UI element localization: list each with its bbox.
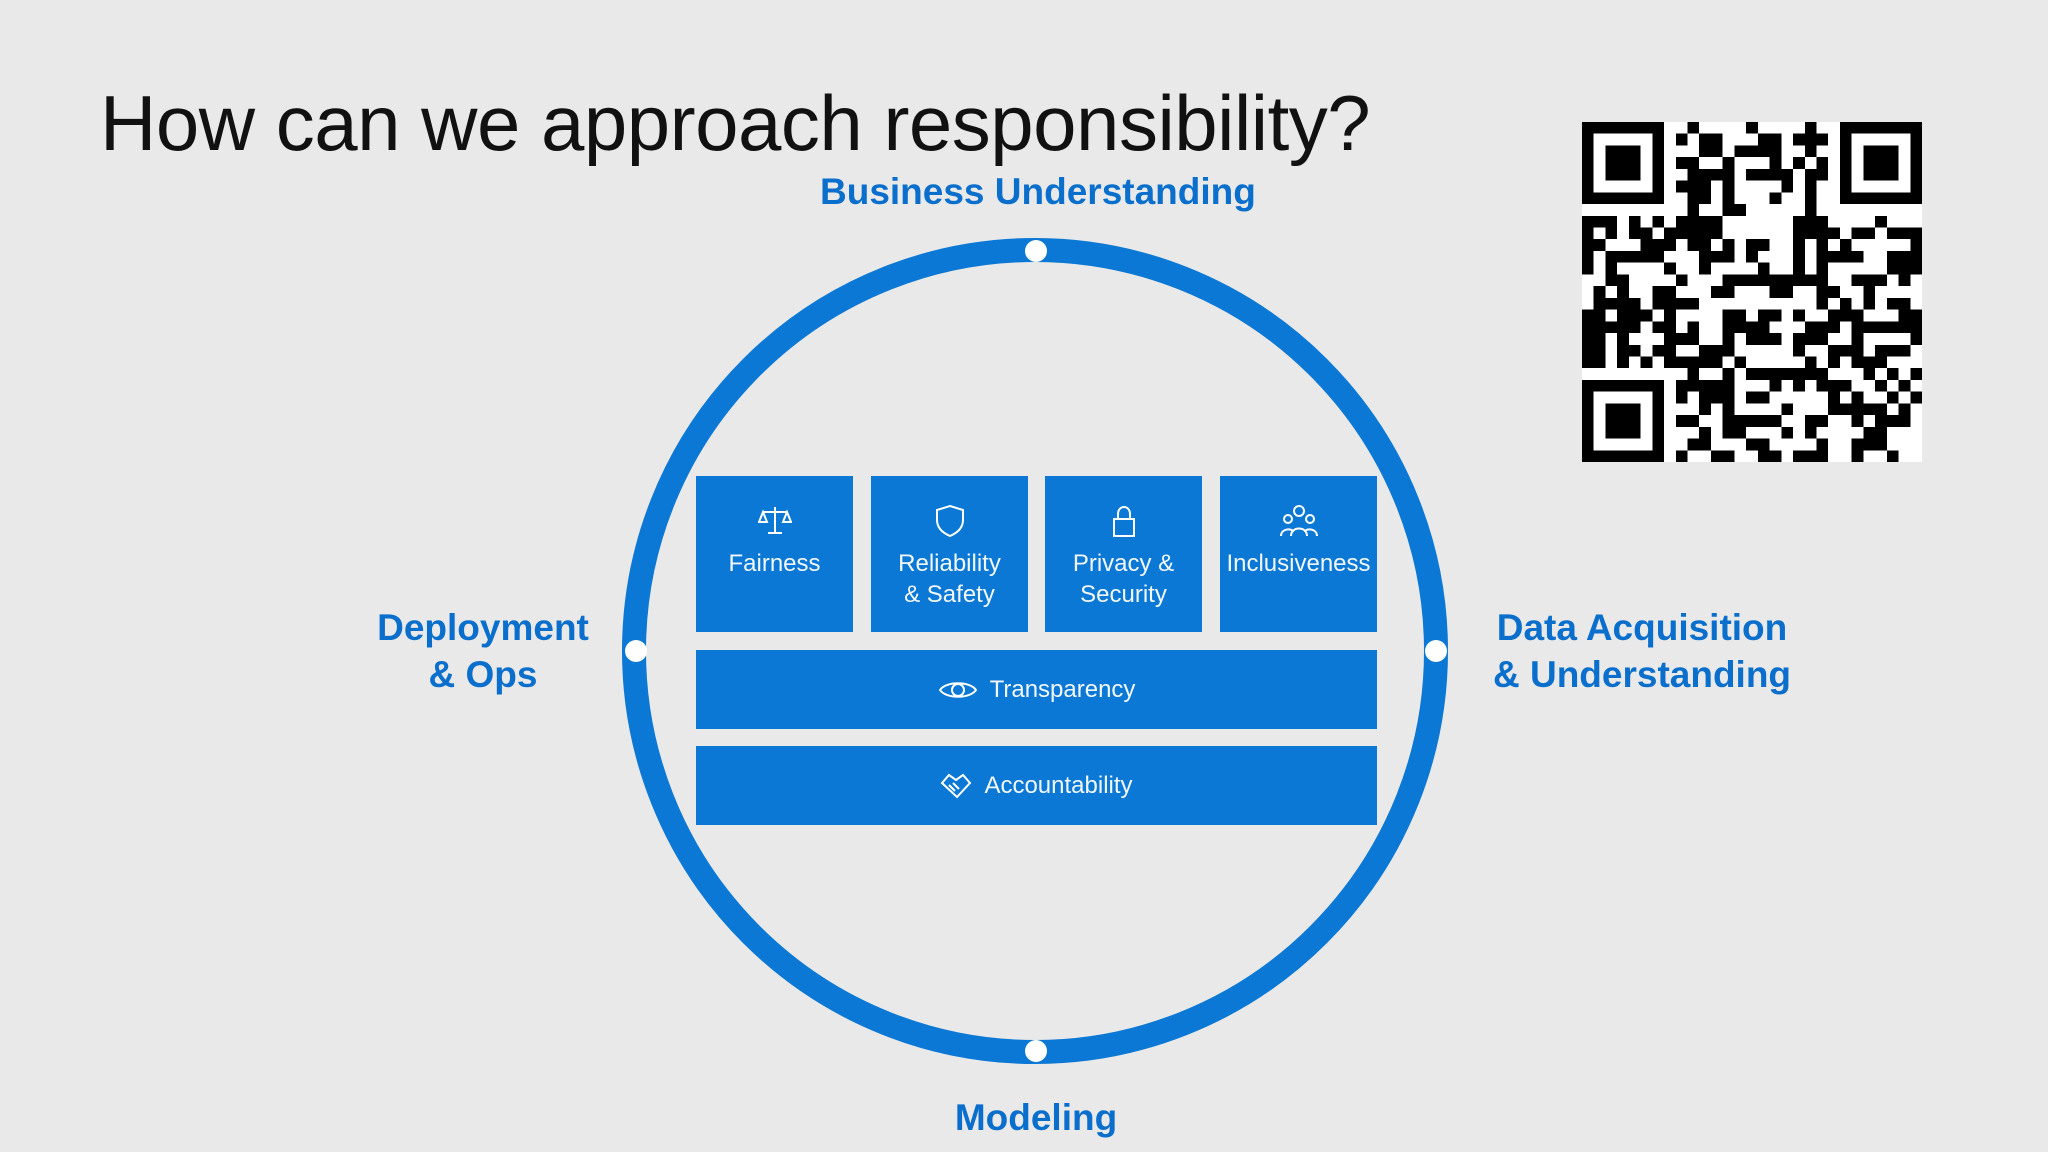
bar-label: Accountability xyxy=(984,771,1133,799)
phase-business-understanding: Business Understanding xyxy=(820,171,1256,212)
ring-node-left xyxy=(625,640,647,662)
principle-label: Privacy & Security xyxy=(1072,550,1175,608)
principle-label: Inclusiveness xyxy=(1226,550,1371,577)
eye-icon xyxy=(938,681,977,698)
handshake-icon xyxy=(941,773,972,798)
people-icon xyxy=(1279,505,1318,537)
phase-modeling: Modeling xyxy=(954,1097,1118,1138)
shield-icon xyxy=(935,504,964,538)
principle-label: Fairness xyxy=(728,550,821,577)
phase-data-acquisition: Data Acquisition & Understanding xyxy=(1492,607,1792,695)
principle-tile-fairness: Fairness xyxy=(696,476,853,632)
principle-tile-reliability: Reliability & Safety xyxy=(871,476,1028,632)
principle-label: Reliability & Safety xyxy=(898,550,1001,608)
scales-icon xyxy=(757,507,792,534)
ring-node-top xyxy=(1025,240,1047,262)
phase-deployment-ops: Deployment & Ops xyxy=(377,607,589,695)
principle-tile-privacy: Privacy & Security xyxy=(1045,476,1202,632)
bar-label: Transparency xyxy=(989,675,1136,703)
ring-node-right xyxy=(1425,640,1447,662)
principle-tile-inclusiveness: Inclusiveness xyxy=(1220,476,1377,632)
ring-node-bottom xyxy=(1025,1040,1047,1062)
accountability-bar: Accountability xyxy=(696,746,1377,825)
lock-icon xyxy=(1112,505,1135,537)
slide-title: How can we approach responsibility? xyxy=(100,79,1371,167)
qr-code[interactable] xyxy=(1582,122,1922,462)
transparency-bar: Transparency xyxy=(696,650,1377,729)
